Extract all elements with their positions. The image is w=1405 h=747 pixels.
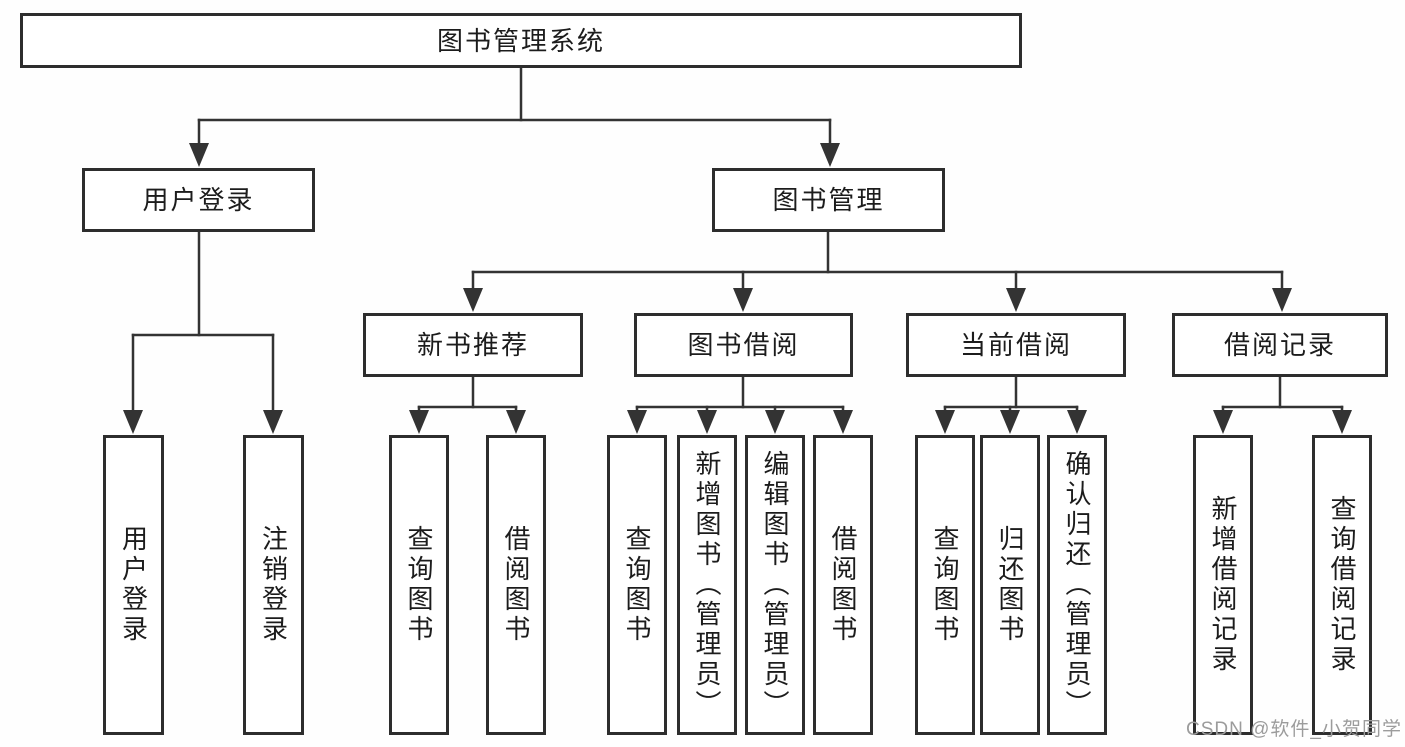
node-borrow-records-label: 借阅记录 [1223, 330, 1336, 360]
node-borrow-records: 借阅记录 [1172, 313, 1388, 377]
arrowhead-leaf-logout [263, 410, 283, 434]
leaf-borrowing-borrow-books-label: 借阅图书 [828, 525, 858, 645]
arrowhead-cb-return [1000, 410, 1020, 434]
arrowhead-user-login [189, 143, 209, 167]
arrowhead-book-mgmt [820, 143, 840, 167]
leaf-records-query-record-label: 查询借阅记录 [1327, 495, 1357, 675]
leaf-borrowing-query-books: 查询图书 [607, 435, 667, 735]
node-book-management-label: 图书管理 [772, 185, 885, 215]
leaf-newbooks-borrow-books-label: 借阅图书 [501, 525, 531, 645]
node-book-management: 图书管理 [712, 168, 945, 232]
node-user-login-group-label: 用户登录 [142, 185, 255, 215]
arrowhead-newbooks [463, 288, 483, 312]
leaf-borrowing-add-books-admin: 新增图书（管理员） [677, 435, 737, 735]
leaf-current-return-books: 归还图书 [980, 435, 1040, 735]
leaf-records-query-record: 查询借阅记录 [1312, 435, 1372, 735]
node-new-book-recommend-label: 新书推荐 [416, 330, 529, 360]
arrowhead-cb-confirm [1067, 410, 1087, 434]
leaf-newbooks-query-books-label: 查询图书 [404, 525, 434, 645]
leaf-logout-label: 注销登录 [258, 525, 289, 645]
leaf-user-login-label: 用户登录 [118, 525, 149, 645]
leaf-newbooks-query-books: 查询图书 [389, 435, 449, 735]
arrowhead-br-query [1332, 410, 1352, 434]
node-system-root: 图书管理系统 [20, 13, 1022, 68]
arrowhead-bb-query [627, 410, 647, 434]
leaf-records-add-record: 新增借阅记录 [1193, 435, 1253, 735]
arrowheads [123, 143, 1352, 434]
node-book-borrowing-label: 图书借阅 [687, 330, 800, 360]
leaf-newbooks-borrow-books: 借阅图书 [486, 435, 546, 735]
node-book-borrowing: 图书借阅 [634, 313, 853, 377]
leaf-borrowing-query-books-label: 查询图书 [622, 525, 652, 645]
node-system-root-label: 图书管理系统 [436, 25, 605, 56]
arrowhead-bb-add [697, 410, 717, 434]
leaf-borrowing-edit-books-admin-label: 编辑图书（管理员） [760, 450, 790, 720]
arrowhead-nb-borrow [506, 410, 526, 434]
leaf-logout: 注销登录 [243, 435, 304, 735]
arrowhead-nb-query [409, 410, 429, 434]
arrowhead-bb-edit [765, 410, 785, 434]
leaf-current-query-books: 查询图书 [915, 435, 975, 735]
arrowhead-borrowing [733, 288, 753, 312]
leaf-borrowing-borrow-books: 借阅图书 [813, 435, 873, 735]
arrowhead-br-add [1213, 410, 1233, 434]
arrowhead-current [1006, 288, 1026, 312]
node-user-login-group: 用户登录 [82, 168, 315, 232]
arrowhead-cb-query [935, 410, 955, 434]
leaf-user-login: 用户登录 [103, 435, 164, 735]
leaf-borrowing-add-books-admin-label: 新增图书（管理员） [692, 450, 722, 720]
node-new-book-recommend: 新书推荐 [363, 313, 583, 377]
arrowhead-records [1272, 288, 1292, 312]
connector-lines [131, 66, 1344, 412]
leaf-current-query-books-label: 查询图书 [930, 525, 960, 645]
leaf-records-add-record-label: 新增借阅记录 [1208, 495, 1238, 675]
node-current-borrowing-label: 当前借阅 [959, 330, 1072, 360]
csdn-watermark: CSDN @软件_小贺同学 [1186, 719, 1402, 740]
leaf-current-confirm-return-admin: 确认归还（管理员） [1047, 435, 1107, 735]
leaf-current-return-books-label: 归还图书 [995, 525, 1025, 645]
arrowhead-bb-borrow [833, 410, 853, 434]
arrowhead-leaf-userlogin [123, 410, 143, 434]
node-current-borrowing: 当前借阅 [906, 313, 1126, 377]
leaf-borrowing-edit-books-admin: 编辑图书（管理员） [745, 435, 805, 735]
leaf-current-confirm-return-admin-label: 确认归还（管理员） [1062, 450, 1092, 720]
